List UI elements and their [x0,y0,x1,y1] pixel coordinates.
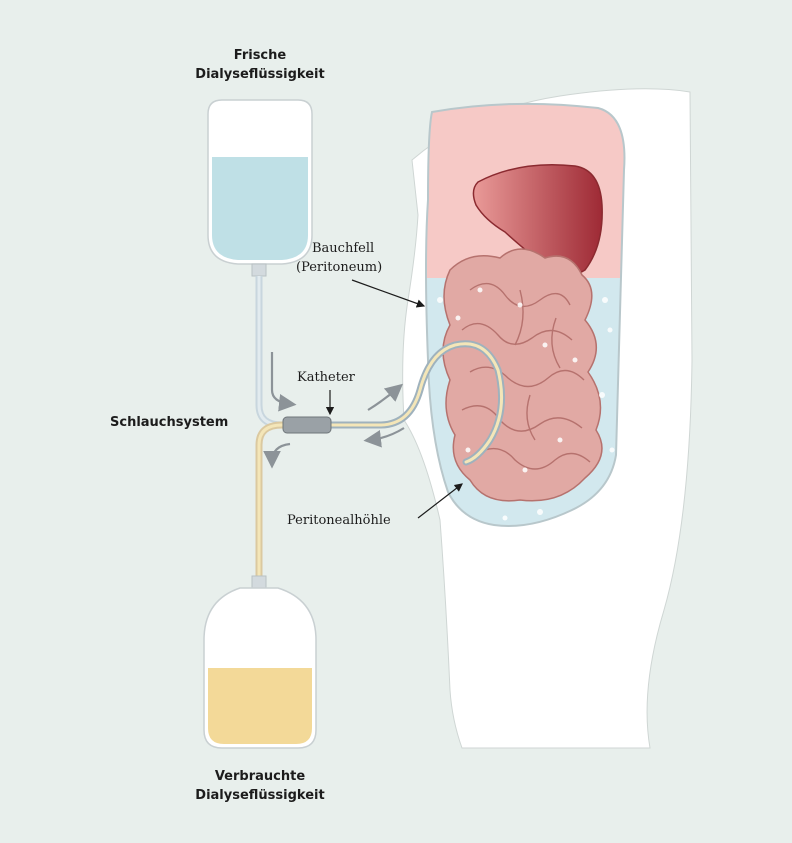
peritoneum-label-line1: Bauchfell [312,240,374,258]
catheter-connector [283,417,331,433]
peritoneal-cavity-label: Peritonealhöhle [287,512,391,530]
used-fluid-label-line1: Verbrauchte [215,768,305,786]
used-fluid-label-line2: Dialyseflüssigkeit [195,787,324,805]
tubing-system-label: Schlauchsystem [110,414,228,432]
catheter-label: Katheter [297,369,355,387]
peritoneum-label-line2: (Peritoneum) [296,259,382,277]
fresh-fluid-label-line2: Dialyseflüssigkeit [195,66,324,84]
fresh-fluid-bag [208,100,312,276]
fresh-fluid-label-line1: Frische [234,47,286,65]
used-fluid-bag [204,576,316,748]
